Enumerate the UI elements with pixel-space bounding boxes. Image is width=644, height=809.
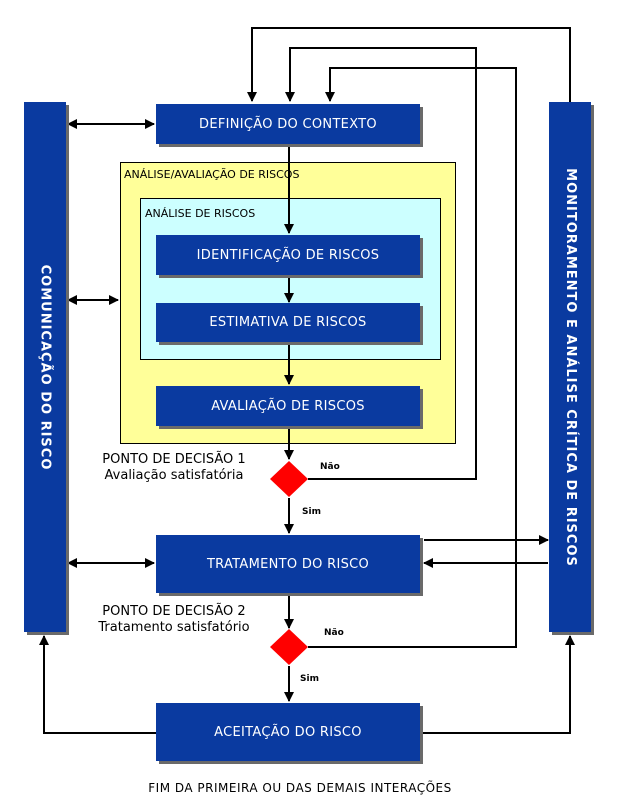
decision2-subtitle: Tratamento satisfatório [98, 620, 250, 635]
decision2-text: PONTO DE DECISÃO 2 Tratamento satisfatór… [84, 604, 264, 636]
footer-text: FIM DA PRIMEIRA OU DAS DEMAIS INTERAÇÕES [148, 781, 452, 795]
risk-assessment-frame-label: ANÁLISE/AVALIAÇÃO DE RISCOS [124, 168, 300, 181]
acceptance-to-communication [39, 635, 156, 734]
loop-decision2-no [308, 67, 517, 648]
decision1-title: PONTO DE DECISÃO 1 [102, 452, 246, 467]
decision2-diamond [270, 629, 308, 665]
decision1-subtitle: Avaliação satisfatória [104, 468, 244, 483]
communication-bar[interactable]: COMUNICAÇÃO DO RISCO [24, 102, 66, 632]
context-box[interactable]: DEFINIÇÃO DO CONTEXTO [156, 104, 420, 144]
estimation-label: ESTIMATIVA DE RISCOS [209, 315, 367, 330]
identification-box[interactable]: IDENTIFICAÇÃO DE RISCOS [156, 235, 420, 275]
decision1-no-label: Não [320, 462, 340, 472]
decision2-title: PONTO DE DECISÃO 2 [102, 604, 246, 619]
acceptance-to-monitoring [420, 635, 575, 734]
loop-decision1-no [285, 47, 477, 480]
treatment-label: TRATAMENTO DO RISCO [206, 556, 370, 572]
decision1-text: PONTO DE DECISÃO 1 Avaliação satisfatóri… [84, 452, 264, 484]
estimation-box[interactable]: ESTIMATIVA DE RISCOS [156, 303, 420, 342]
acceptance-box[interactable]: ACEITAÇÃO DO RISCO [156, 703, 420, 761]
loop-monitoring-to-context [247, 27, 571, 102]
decision1-yes-label: Sim [302, 507, 321, 517]
monitoring-bar[interactable]: MONITORAMENTO E ANÁLISE CRÍTICA DE RISCO… [549, 102, 591, 632]
evaluation-label: AVALIAÇÃO DE RISCOS [211, 398, 365, 414]
risk-analysis-frame-label: ANÁLISE DE RISCOS [145, 207, 256, 220]
context-label: DEFINIÇÃO DO CONTEXTO [199, 116, 377, 132]
acceptance-label: ACEITAÇÃO DO RISCO [214, 724, 362, 740]
decision2-no-label: Não [324, 628, 344, 638]
identification-label: IDENTIFICAÇÃO DE RISCOS [196, 247, 380, 263]
monitoring-bar-label: MONITORAMENTO E ANÁLISE CRÍTICA DE RISCO… [562, 167, 578, 567]
decision2-yes-label: Sim [300, 674, 319, 684]
evaluation-box[interactable]: AVALIAÇÃO DE RISCOS [156, 386, 420, 426]
communication-bar-label: COMUNICAÇÃO DO RISCO [37, 264, 53, 470]
treatment-box[interactable]: TRATAMENTO DO RISCO [156, 535, 420, 593]
decision1-diamond [270, 461, 308, 497]
